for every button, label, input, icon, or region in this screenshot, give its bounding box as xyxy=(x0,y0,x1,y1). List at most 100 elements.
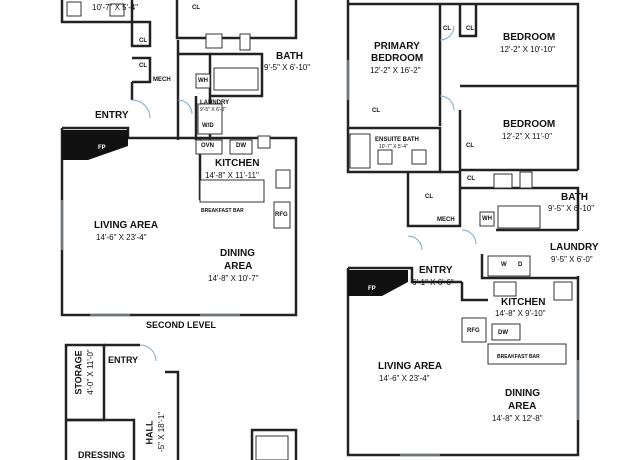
cl-label: CL xyxy=(443,26,451,32)
dining-label: DINING xyxy=(220,248,255,259)
door-entry-right xyxy=(407,235,423,251)
fixtures xyxy=(66,1,573,460)
tub-right xyxy=(497,205,541,229)
shower-lower xyxy=(255,435,289,460)
range-left xyxy=(275,169,291,189)
bedroom-1-dim: 12'-2" X 10'-10" xyxy=(500,45,555,54)
laundry-dim: 9'-5" X 6'-0" xyxy=(551,255,593,264)
cl-label: CL xyxy=(425,194,433,200)
fridge-left xyxy=(273,201,291,229)
primary-left-wall xyxy=(346,0,352,130)
windows xyxy=(61,60,579,456)
fireplace-right xyxy=(348,270,408,296)
wh-label: WH xyxy=(482,216,492,222)
storage-dim: 4'-0" X 11'-0" xyxy=(86,349,95,395)
bath-dim: 9'-5" X 6'-10" xyxy=(264,63,311,72)
fridge-label: RFG xyxy=(467,328,480,334)
wd-label: W/D xyxy=(202,123,214,129)
ensuite-left xyxy=(346,128,408,174)
closet-top xyxy=(458,4,478,38)
mech-wall xyxy=(406,172,462,228)
laundry-label: LAUNDRY xyxy=(200,100,230,106)
kitchen-dim: 14'-8" X 11'-11" xyxy=(205,171,259,180)
laundry-bottom xyxy=(480,254,578,280)
wh-label: WH xyxy=(198,78,208,84)
kitchen-dim: 14'-8" X 9'-10" xyxy=(495,309,546,318)
closet-wall xyxy=(130,20,152,48)
storage-wall xyxy=(64,343,106,460)
dressing-label: DRESSING xyxy=(78,450,126,460)
door-mech xyxy=(461,229,477,245)
closet-link xyxy=(440,170,462,188)
tub-left xyxy=(213,67,259,91)
entry-label: ENTRY xyxy=(95,110,129,121)
dishwasher-label: DW xyxy=(236,143,246,149)
living-area-label: LIVING AREA xyxy=(94,220,159,231)
entry-top xyxy=(348,266,462,284)
range-right xyxy=(553,281,573,301)
cl-label: CL xyxy=(466,26,474,32)
washer-dryer-right xyxy=(487,255,531,277)
oven-box xyxy=(195,139,223,155)
storage-label: STORAGE xyxy=(73,350,84,395)
top-room-wall xyxy=(175,0,298,40)
toilet-left-bath xyxy=(239,33,251,51)
sink-kitchen-right xyxy=(493,281,517,297)
living-area-label: LIVING AREA xyxy=(378,361,443,372)
dishwasher-label: DW xyxy=(498,330,508,336)
cl-label: CL xyxy=(466,143,474,149)
door-bedroom1 xyxy=(439,25,455,41)
closet-wall-2 xyxy=(132,56,152,84)
toilet-right xyxy=(519,171,533,189)
dw-right xyxy=(491,323,521,341)
wh-right xyxy=(479,211,495,227)
dining-label-2: AREA xyxy=(224,261,253,272)
cl-label: CL xyxy=(139,38,147,44)
bedroom-2-dim: 12'-2" X 11'-0" xyxy=(502,132,552,141)
bath-label: BATH xyxy=(276,51,304,62)
breakfast-bar-label: BREAKFAST BAR xyxy=(201,208,244,214)
bedroom-2-label: BEDROOM xyxy=(503,119,556,130)
sink-top xyxy=(109,3,125,17)
lower-entry-label: ENTRY xyxy=(108,355,139,365)
top-room-dim: 10'-7" X 5'-4" xyxy=(92,3,139,12)
fireplace-label: FP xyxy=(368,286,376,292)
cl-label: CL xyxy=(372,108,380,114)
laundry-label: LAUNDRY xyxy=(550,242,599,253)
door-lower-entry xyxy=(139,344,157,362)
primary-bedroom-dim: 12'-2" X 16'-2" xyxy=(370,66,421,75)
dryer-label: D xyxy=(518,262,523,268)
sink-bath-right xyxy=(493,173,513,189)
primary-bedroom-label-2: BEDROOM xyxy=(371,53,424,64)
top-bath-wall xyxy=(60,0,134,24)
washer-label: W xyxy=(501,262,507,268)
kitchen-label: KITCHEN xyxy=(501,297,546,308)
breakfast-bar-right xyxy=(487,343,567,365)
breakfast-bar-label: BREAKFAST BAR xyxy=(497,354,540,360)
ensuite-bath-dim: 10'-7" X 5'-4" xyxy=(379,144,408,150)
mech-label: MECH xyxy=(437,217,455,223)
bedroom-1-label: BEDROOM xyxy=(503,32,556,43)
sink-ensuite-1 xyxy=(377,149,393,165)
entry-label: ENTRY xyxy=(419,265,453,276)
oven-label: OVN xyxy=(201,143,215,149)
dining-label: DINING xyxy=(505,388,540,399)
bath-label: BATH xyxy=(561,192,589,203)
dining-dim: 14'-8" X 12'-8" xyxy=(492,414,543,423)
kitchen-label: KITCHEN xyxy=(215,158,260,169)
breakfast-bar-left xyxy=(199,179,265,203)
cl-label: CL xyxy=(139,63,147,69)
fireplace-label: FP xyxy=(98,145,106,151)
bath-wall xyxy=(210,52,264,98)
shower-top xyxy=(66,1,82,17)
hall-label: HALL xyxy=(144,420,155,445)
door-laundry xyxy=(177,99,193,115)
mech-label: MECH xyxy=(153,77,171,83)
lower-bath-wall xyxy=(250,428,298,460)
fridge-label: RFG xyxy=(275,212,288,218)
dining-dim: 14'-8" X 10'-7" xyxy=(208,274,259,283)
fridge-right xyxy=(461,317,487,343)
ensuite-bath-label: ENSUITE BATH xyxy=(375,137,419,143)
ensuite-wall xyxy=(352,126,442,174)
